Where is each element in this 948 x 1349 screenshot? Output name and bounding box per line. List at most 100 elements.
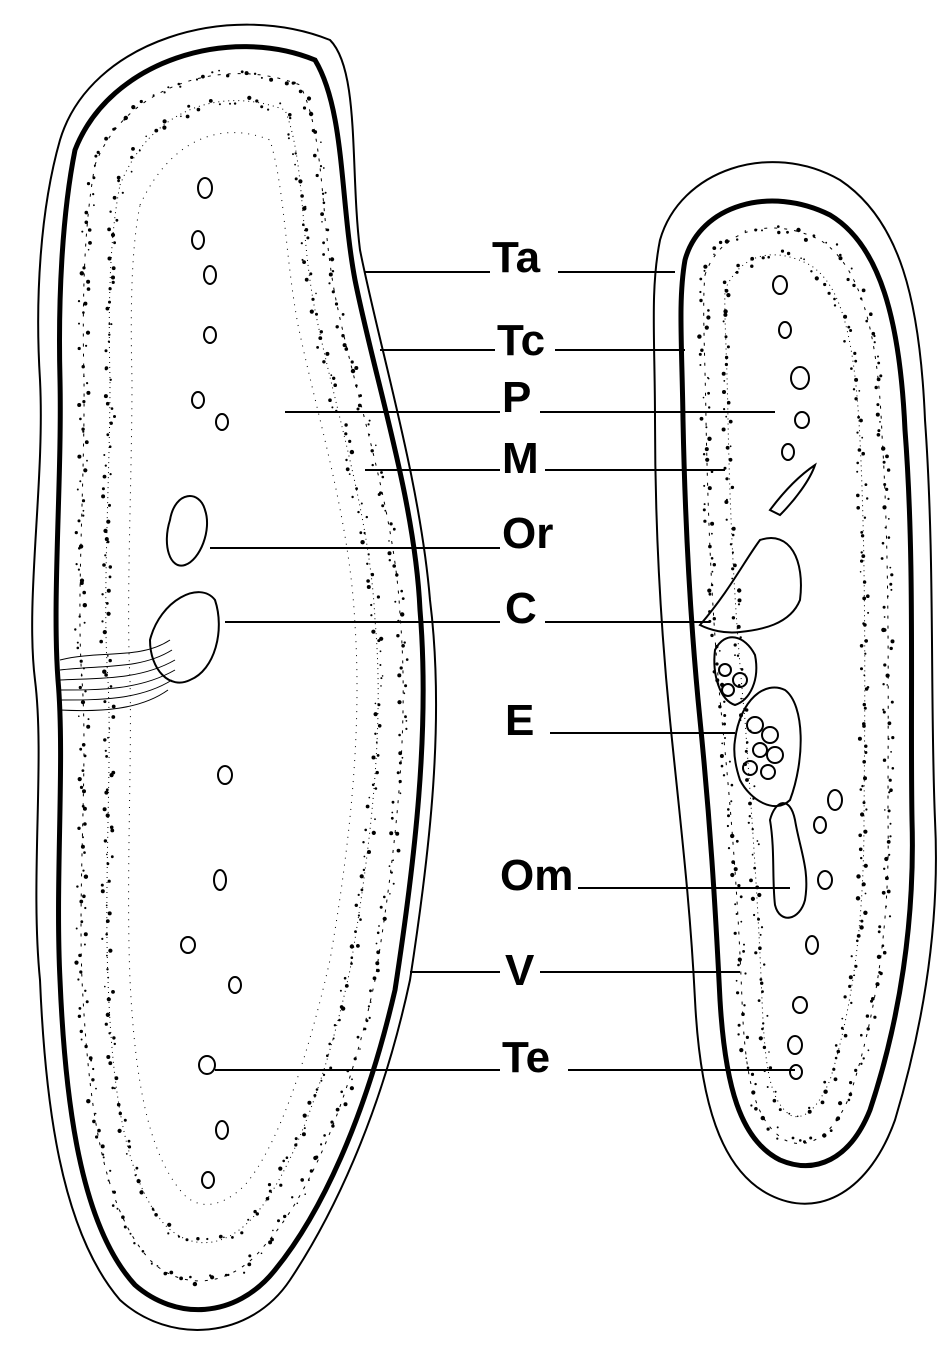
stipple-dot <box>313 1156 317 1160</box>
stipple-dot <box>888 721 892 725</box>
stipple-dot <box>389 893 391 895</box>
stipple-dot <box>725 356 728 359</box>
stipple-dot <box>86 460 88 462</box>
stipple-dot <box>736 238 738 240</box>
stipple-dot <box>268 1240 272 1244</box>
stipple-dot <box>854 397 857 400</box>
stipple-dot <box>142 1250 145 1253</box>
stipple-dot <box>745 230 747 232</box>
stipple-dot <box>397 673 401 677</box>
stipple-dot <box>297 1203 299 1205</box>
stipple-dot <box>108 257 112 261</box>
stipple-dot <box>101 884 104 887</box>
stipple-dot <box>738 1024 741 1027</box>
stipple-dot <box>282 1160 285 1163</box>
stipple-dot <box>727 345 730 348</box>
stipple-dot <box>261 77 263 79</box>
stipple-dot <box>313 154 317 158</box>
stipple-dot <box>86 280 90 284</box>
stipple-dot <box>810 270 812 272</box>
right-vitellarium <box>734 687 800 806</box>
stipple-dot <box>111 771 115 775</box>
stipple-dot <box>350 1086 354 1090</box>
stipple-dot <box>864 639 868 643</box>
stipple-dot <box>724 467 727 470</box>
stipple-dot <box>255 99 258 102</box>
stipple-dot <box>110 473 112 475</box>
stipple-dot <box>344 977 347 980</box>
stipple-dot <box>93 204 95 206</box>
stipple-dot <box>114 1087 116 1089</box>
stipple-dot <box>380 677 382 679</box>
stipple-dot <box>395 832 399 836</box>
stipple-dot <box>85 221 89 225</box>
stipple-dot <box>752 798 754 800</box>
stipple-dot <box>315 313 318 316</box>
right-egg-cluster <box>719 664 783 779</box>
stipple-dot <box>830 1129 833 1132</box>
stipple-dot <box>860 297 862 299</box>
stipple-dot <box>768 1051 770 1053</box>
stipple-dot <box>863 674 865 676</box>
stipple-dot <box>113 241 116 244</box>
stipple-dot <box>700 417 704 421</box>
stipple-dot <box>399 780 402 783</box>
stipple-dot <box>80 786 83 789</box>
stipple-dot <box>348 440 351 443</box>
stipple-dot <box>79 748 82 751</box>
stipple-dot <box>378 724 382 728</box>
stipple-dot <box>877 378 881 382</box>
stipple-dot <box>107 737 109 739</box>
stipple-dot <box>355 904 358 907</box>
stipple-dot <box>398 751 402 755</box>
stipple-dot <box>104 554 106 556</box>
stipple-dot <box>747 1067 750 1070</box>
stipple-dot <box>351 369 355 373</box>
stipple-dot <box>318 336 322 340</box>
stipple-dot <box>737 625 741 629</box>
stipple-dot <box>394 601 396 603</box>
stipple-dot <box>861 551 863 553</box>
stipple-dot <box>106 854 108 856</box>
stipple-dot <box>349 473 351 475</box>
stipple-dot <box>79 900 83 904</box>
stipple-dot <box>864 707 867 710</box>
stipple-dot <box>211 71 213 73</box>
stipple-dot <box>725 477 728 480</box>
stipple-dot <box>359 531 362 534</box>
stipple-dot <box>302 260 306 264</box>
stipple-dot <box>730 834 734 838</box>
stipple-dot <box>310 310 314 314</box>
stipple-dot <box>841 1027 844 1030</box>
stipple-dot <box>128 1140 131 1143</box>
stipple-dot <box>761 990 764 993</box>
stipple-dot <box>355 384 358 387</box>
stipple-dot <box>813 234 816 237</box>
stipple-dot <box>376 950 380 954</box>
stipple-dot <box>106 968 108 970</box>
stipple-dot <box>725 335 728 338</box>
stipple-dot <box>338 1019 341 1022</box>
stipple-dot <box>137 1179 141 1183</box>
stipple-dot <box>108 1180 110 1182</box>
stipple-dot <box>753 785 755 787</box>
stipple-dot <box>883 759 886 762</box>
stipple-dot <box>102 670 106 674</box>
stipple-dot <box>106 919 110 923</box>
stipple-dot <box>92 1068 94 1070</box>
stipple-dot <box>321 221 323 223</box>
stipple-dot <box>354 930 357 933</box>
label-p: P <box>502 373 531 422</box>
stipple-dot <box>876 403 879 406</box>
stipple-dot <box>81 845 85 849</box>
stipple-dot <box>712 246 716 250</box>
stipple-dot <box>867 1027 870 1030</box>
stipple-dot <box>828 292 831 295</box>
stipple-dot <box>832 1068 835 1071</box>
stipple-dot <box>853 388 855 390</box>
stipple-dot <box>107 997 111 1001</box>
stipple-dot <box>397 700 401 704</box>
left-cirrus-sac <box>150 592 219 682</box>
stipple-dot <box>364 1028 367 1031</box>
stipple-dot <box>858 448 862 452</box>
